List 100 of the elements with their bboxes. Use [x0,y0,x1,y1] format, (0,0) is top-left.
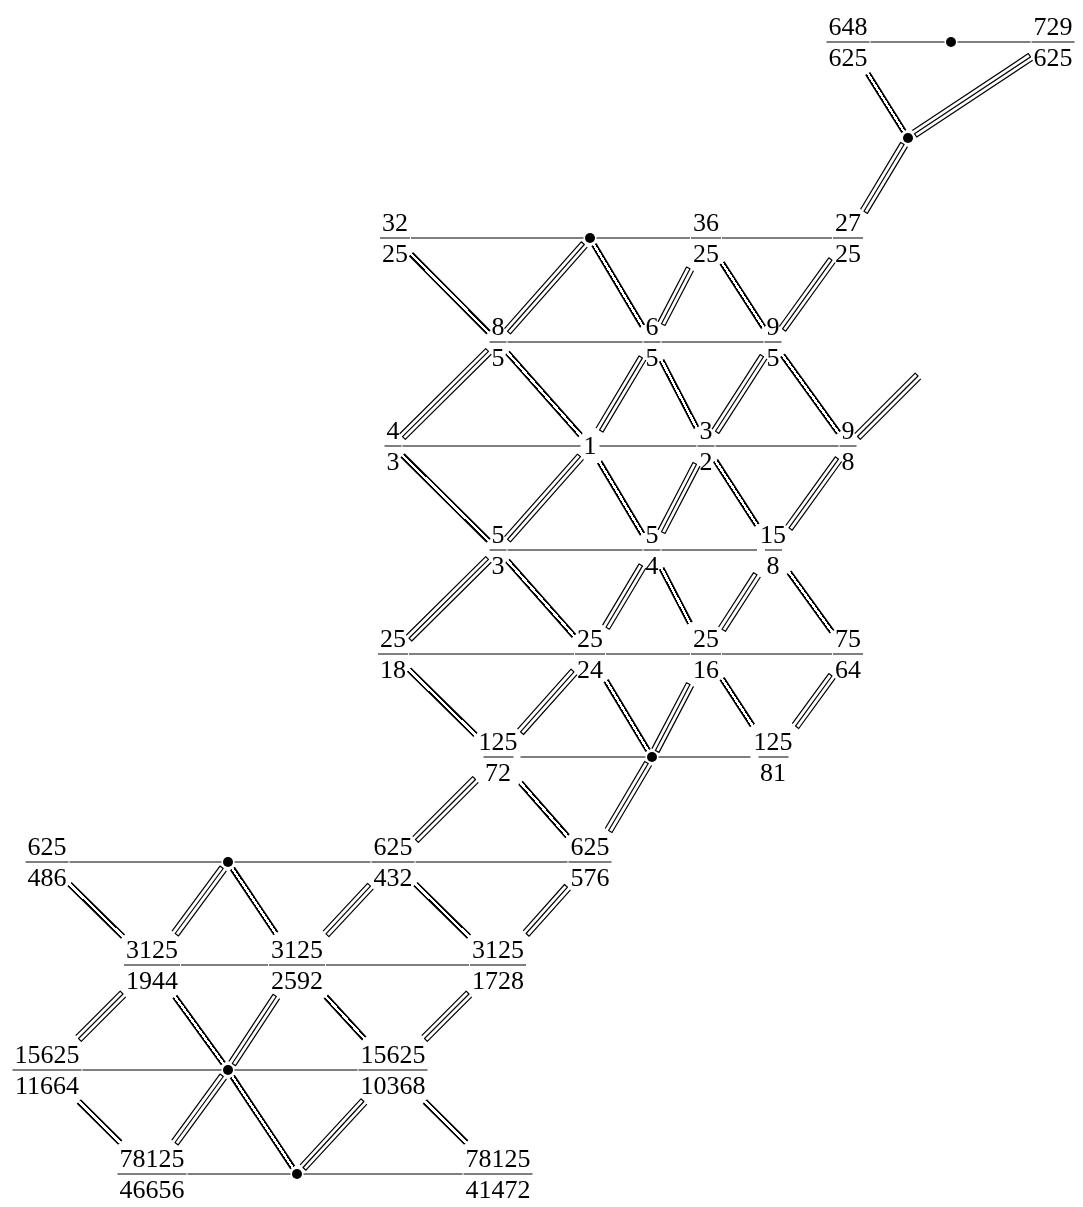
single-line-connector [506,341,644,343]
triple-line-connector [791,673,836,730]
triple-line-connector [412,776,479,843]
single-line-connector [233,861,372,863]
denominator: 46656 [117,1173,187,1205]
double-line-connector [780,353,841,435]
triple-line-connector [711,354,768,434]
denominator: 2592 [269,964,325,996]
triple-line-connector [171,865,227,937]
triple-line-connector [657,266,695,327]
single-line-connector [519,756,647,758]
denominator: 25 [380,237,410,269]
single-line-connector [401,445,582,447]
triple-line-connector [911,53,1034,138]
numerator: 3125 [471,934,525,965]
double-line-connector [406,667,478,738]
numerator: 3 [698,415,714,446]
denominator: 5 [764,341,782,373]
single-line-connector [81,1069,223,1071]
numerator: 648 [827,11,869,42]
numerator: 15625 [13,1039,81,1070]
numerator: 625 [569,831,611,862]
triple-line-connector [75,990,127,1042]
double-line-connector [422,1099,469,1145]
dot [646,751,658,763]
double-line-connector [712,459,760,527]
denominator: 5 [643,341,661,373]
dot [902,132,914,144]
double-line-connector [518,780,570,839]
numerator: 125 [752,726,794,757]
single-line-connector [660,549,758,551]
single-line-connector [414,861,569,863]
numerator: 78125 [464,1143,532,1174]
denominator: 3 [384,445,402,477]
denominator: 10368 [358,1069,428,1101]
triple-line-connector [602,563,647,630]
denominator: 2 [697,445,715,477]
denominator: 8 [764,549,782,581]
numerator: 3125 [125,934,179,965]
denominator: 625 [826,41,870,73]
numerator: 729 [1032,11,1074,42]
double-line-connector [323,994,367,1041]
triple-line-connector [299,1098,368,1171]
double-line-connector [505,350,583,438]
numerator: 5 [490,519,506,550]
single-line-connector [302,1173,464,1175]
triple-line-connector [522,883,572,937]
numerator: 3125 [270,934,324,965]
triple-line-connector [854,372,922,440]
ratio-value: 1 [582,431,598,461]
numerator: 15625 [359,1039,427,1070]
single-line-connector [186,1173,292,1175]
triple-line-connector [785,456,843,531]
double-line-connector [786,570,835,634]
single-line-connector [233,1069,359,1071]
double-line-connector [172,994,226,1066]
double-line-connector [408,252,491,335]
denominator: 625 [1031,41,1075,73]
double-line-connector [229,866,279,936]
triple-line-connector [322,882,374,938]
denominator: 432 [371,861,415,893]
triple-line-connector [718,572,761,632]
numerator: 125 [477,726,519,757]
triple-line-connector [421,990,473,1042]
single-line-connector [956,41,1032,43]
numerator: 5 [644,519,660,550]
numerator: 25 [692,623,720,654]
double-line-connector [658,566,693,625]
numerator: 625 [372,831,414,862]
single-line-connector [68,861,223,863]
single-line-connector [595,237,691,239]
single-line-connector [714,445,840,447]
single-line-connector [869,41,946,43]
double-line-connector [658,358,700,430]
triple-line-connector [604,760,653,834]
single-line-connector [660,341,765,343]
double-line-connector [865,71,907,134]
denominator: 18 [378,653,408,685]
double-line-connector [76,1099,123,1145]
denominator: 11664 [12,1069,81,1101]
triple-line-connector [651,682,695,753]
numerator: 27 [834,207,862,238]
single-line-connector [721,653,833,655]
dot [945,36,957,48]
numerator: 75 [834,623,862,654]
denominator: 81 [758,756,788,788]
single-line-connector [180,964,269,966]
numerator: 32 [381,207,409,238]
triple-line-connector [503,453,585,543]
triple-line-connector [405,556,492,642]
denominator: 41472 [463,1173,533,1205]
single-line-connector [598,445,698,447]
double-line-connector [67,881,126,939]
single-line-connector [506,549,644,551]
denominator: 72 [483,756,513,788]
denominator: 1944 [124,964,180,996]
denominator: 25 [691,237,721,269]
single-line-connector [410,237,585,239]
numerator: 9 [840,415,856,446]
numerator: 625 [26,831,68,862]
